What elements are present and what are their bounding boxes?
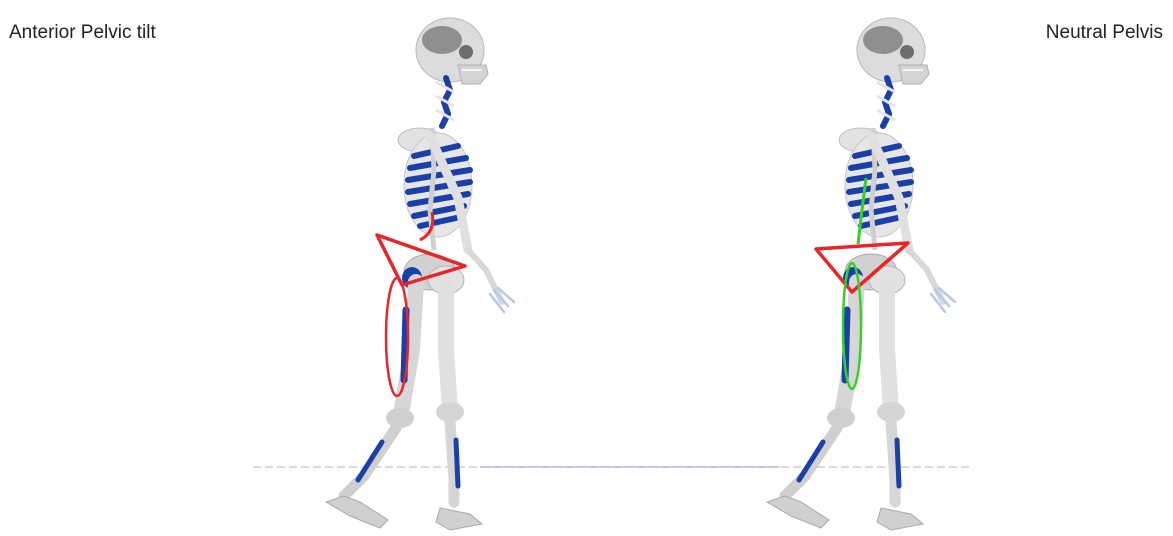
neutral-pelvis-skeleton [767,18,955,530]
anterior-tilt-skeleton [326,18,514,530]
